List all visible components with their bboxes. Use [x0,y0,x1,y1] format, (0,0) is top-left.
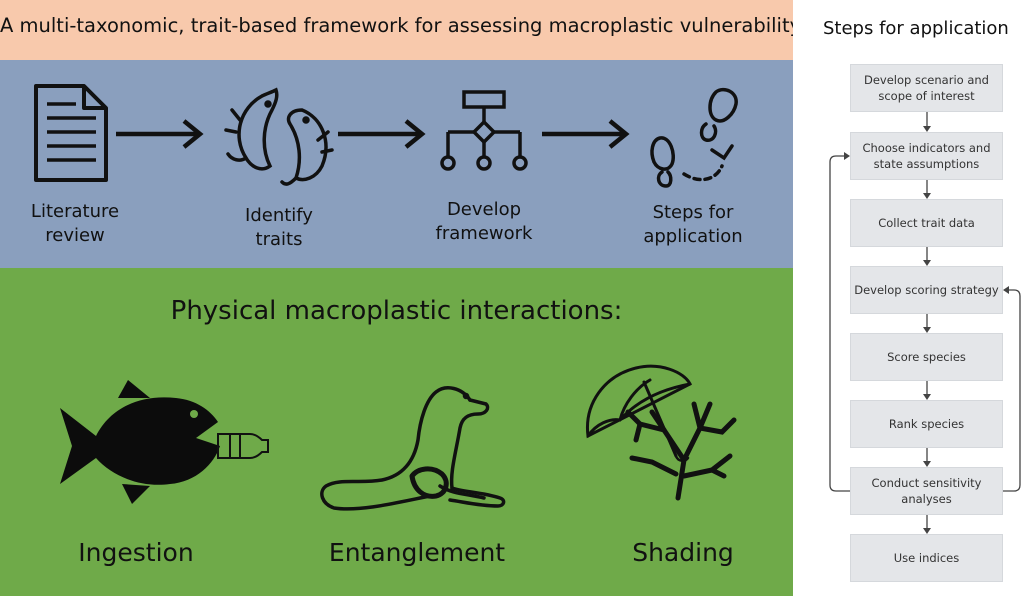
footprints-icon [650,87,738,188]
title-banner [0,0,793,60]
process-arrow [542,119,630,149]
step-label-steps-for-application: Steps for application [643,202,743,247]
process-arrow [338,119,426,149]
flow-step-choose-indicators: Choose indicators and state assumptions [850,132,1003,180]
process-icons [34,84,738,188]
step-label-literature-review: Literature review [30,201,120,246]
flow-step-rank-species: Rank species [850,400,1003,448]
flow-step-develop-scenario: Develop scenario and scope of interest [850,64,1003,112]
fish-eating-bottle-icon [60,380,269,504]
process-band [0,60,793,268]
interactions-heading: Physical macroplastic interactions: [170,296,623,326]
flow-step-score-species: Score species [850,333,1003,381]
interaction-label-shading: Shading [632,538,734,567]
fish-pair-icon [224,87,334,186]
document-icon [34,84,108,182]
flow-step-collect-trait-data: Collect trait data [850,199,1003,247]
flow-step-sensitivity-analyses: Conduct sensitivity analyses [850,467,1003,515]
interaction-label-ingestion: Ingestion [78,538,194,567]
entangled-seal-icon [320,386,506,511]
hierarchy-icon [440,90,528,171]
flow-step-use-indices: Use indices [850,534,1003,582]
figure-title: A multi-taxonomic, trait-based framework… [0,14,802,37]
step-label-identify-traits: Identify traits [245,205,313,250]
flow-step-develop-scoring-strategy: Develop scoring strategy [850,266,1003,314]
process-arrow [116,119,204,149]
umbrella-coral-icon [586,364,737,501]
steps-heading: Steps for application [823,18,1009,39]
step-label-develop-framework: Develop framework [435,199,533,244]
interaction-icons [60,364,737,511]
interaction-label-entanglement: Entanglement [328,538,506,567]
